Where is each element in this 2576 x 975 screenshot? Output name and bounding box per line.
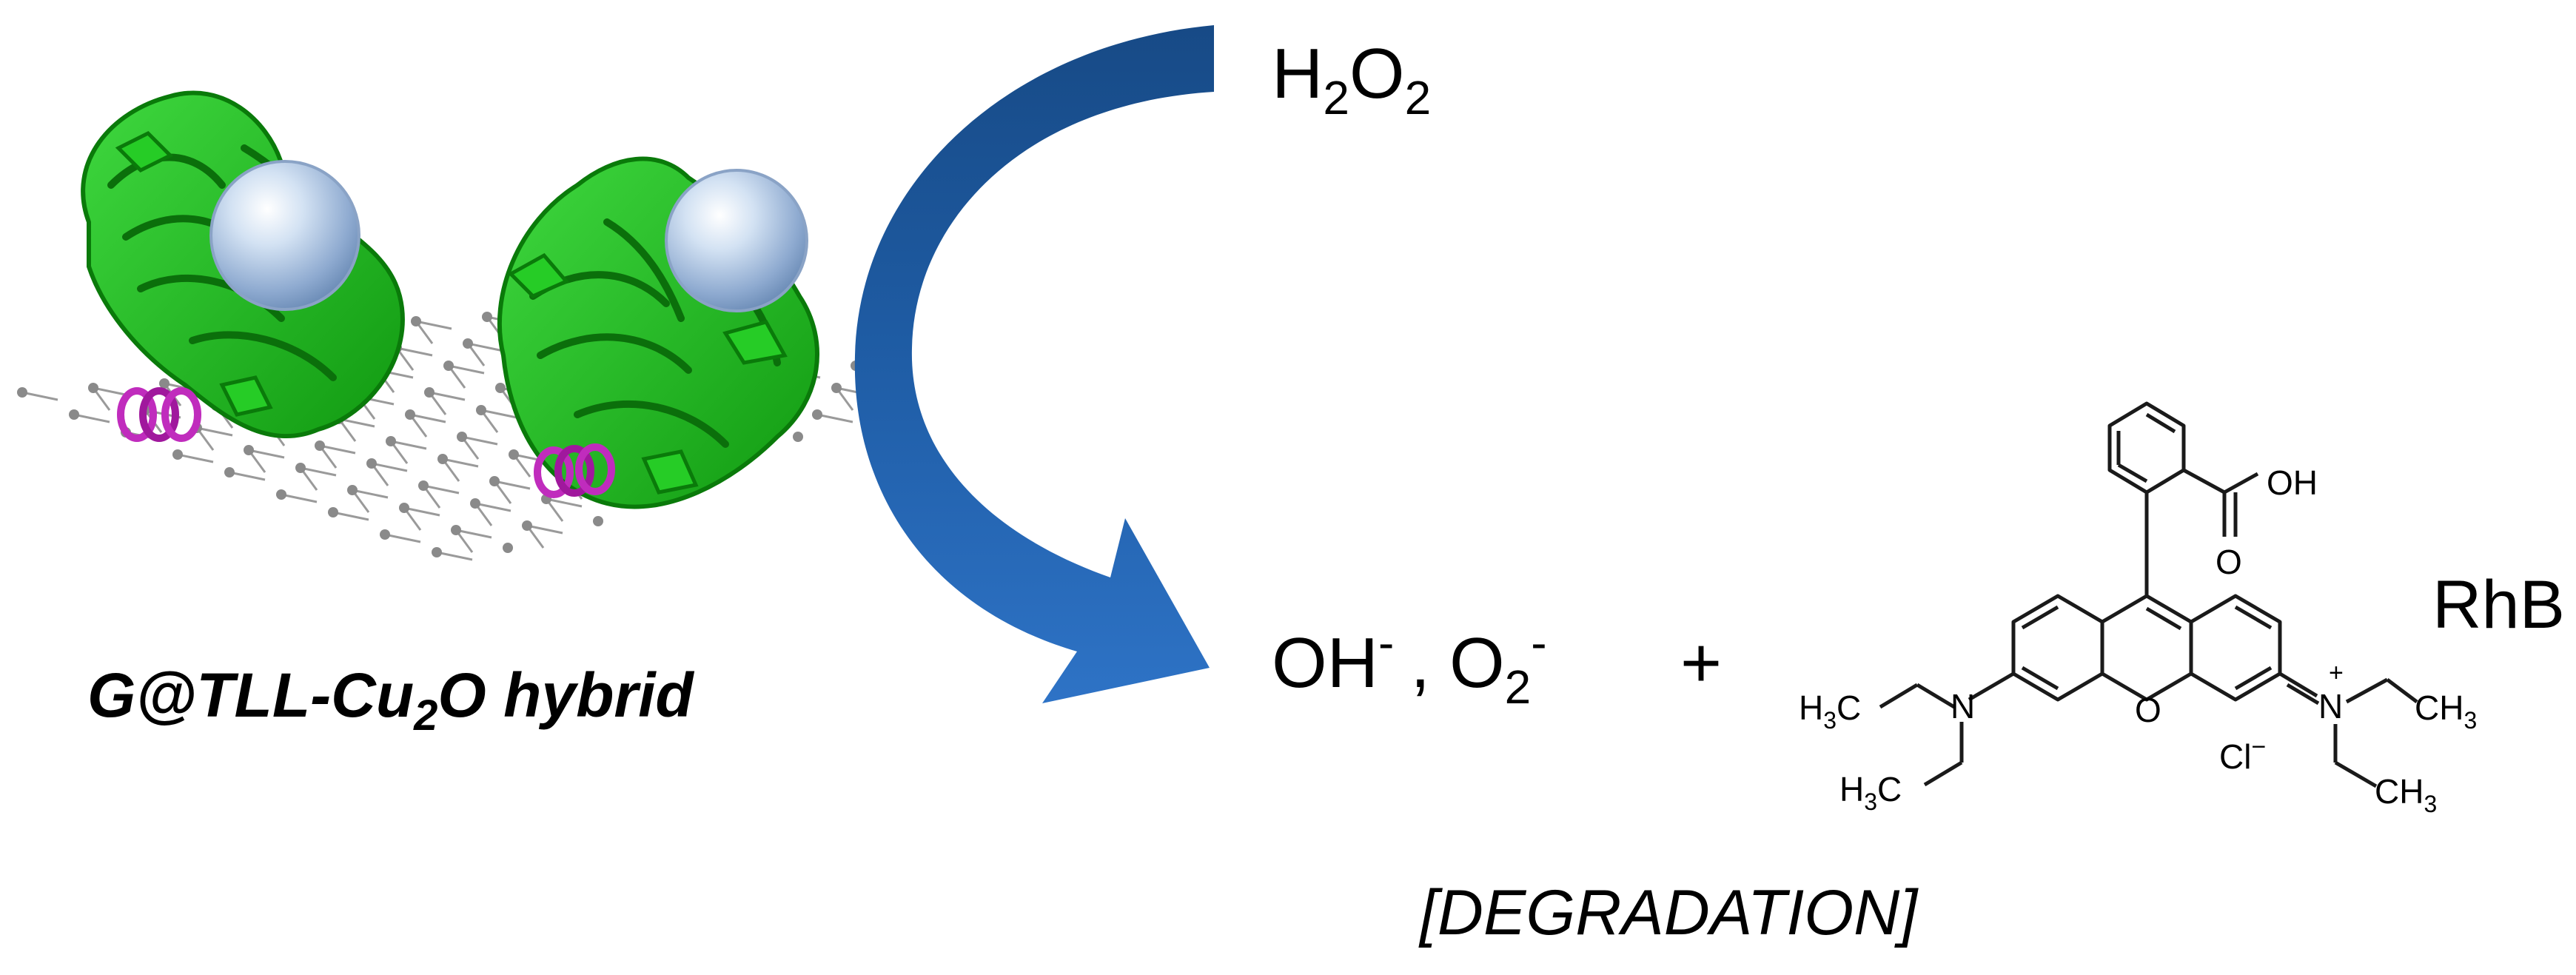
rhodamine-b-labels: OH O O N N + Cl− H3C H3C CH3 CH3	[1799, 463, 2477, 817]
graphene-bond	[384, 533, 421, 543]
graphene-bond	[281, 493, 318, 503]
graphene-atom	[495, 383, 506, 393]
graphene-atom	[593, 516, 603, 526]
graphene-atom	[424, 387, 435, 398]
svg-text:CH3: CH3	[2415, 688, 2477, 734]
graphene-bond	[371, 462, 408, 472]
molecule-name-label: RhB	[2432, 567, 2565, 643]
graphene-bond	[248, 449, 285, 459]
nanoparticle-sphere-icon	[665, 169, 808, 312]
graphene-atom	[88, 383, 98, 393]
graphene-atom	[418, 480, 429, 491]
graphene-atom	[432, 547, 442, 557]
graphene-atom	[386, 436, 396, 446]
graphene-atom	[366, 458, 377, 469]
svg-text:H3C: H3C	[1799, 688, 1861, 734]
graphene-bond	[300, 466, 337, 477]
graphene-atom	[315, 440, 325, 451]
graphene-bond	[494, 480, 531, 490]
graphene-atom	[328, 507, 338, 517]
rhodamine-b-structure	[1879, 401, 2418, 788]
plus-sign: +	[1680, 623, 1722, 703]
graphene-bond	[319, 444, 356, 455]
helix-icon	[534, 443, 615, 498]
graphene-bond	[73, 413, 110, 423]
oxidant-label: H2O2	[1272, 34, 1431, 124]
graphene-bond	[436, 551, 473, 561]
svg-text:+: +	[2329, 659, 2344, 687]
curved-arrow-icon	[854, 25, 1214, 703]
graphene-atom	[69, 409, 79, 420]
hybrid-label: G@TLL-Cu2O hybrid	[87, 660, 694, 740]
reactive-species-label: OH-,O2-	[1272, 616, 1547, 714]
graphene-bond	[546, 497, 583, 508]
graphene-atom	[509, 449, 519, 460]
graphene-bond	[816, 413, 853, 423]
graphene-bond	[177, 453, 214, 463]
svg-text:N: N	[1951, 687, 1975, 726]
svg-text:H3C: H3C	[1839, 770, 1902, 815]
graphene-atom	[451, 525, 461, 535]
graphene-bond	[93, 386, 130, 397]
graphene-bond	[352, 489, 389, 499]
svg-text:O: O	[2135, 691, 2161, 729]
graphene-bond	[409, 413, 446, 423]
graphene-bond	[461, 435, 498, 446]
graphene-atom	[380, 529, 390, 540]
graphene-bond	[448, 364, 485, 375]
graphene-bond	[403, 506, 440, 517]
graphene-bond	[429, 391, 466, 401]
graphene-bond	[390, 440, 427, 450]
svg-text:Cl−: Cl−	[2219, 733, 2266, 776]
graphene-atom	[812, 409, 822, 420]
graphene-atom	[172, 449, 183, 460]
graphene-atom	[443, 361, 454, 371]
graphene-atom	[295, 463, 306, 473]
graphene-bond	[21, 391, 58, 401]
graphene-bond	[474, 502, 511, 512]
graphene-atom	[476, 405, 486, 415]
graphene-atom	[437, 454, 448, 464]
graphene-atom	[244, 445, 254, 455]
graphene-bond	[396, 346, 433, 357]
graphene-bond	[480, 409, 517, 419]
graphene-bond	[442, 458, 479, 468]
svg-text:O: O	[2216, 543, 2242, 581]
graphene-bond	[196, 426, 233, 437]
graphene-atom	[405, 409, 415, 420]
graphene-bond	[332, 511, 369, 521]
graphene-atom	[399, 503, 409, 513]
graphene-atom	[482, 312, 492, 322]
helix-icon	[117, 387, 201, 442]
svg-text:CH3: CH3	[2375, 772, 2437, 817]
graphene-bond	[455, 529, 492, 539]
process-label: [DEGRADATION]	[1418, 877, 1919, 948]
graphene-atom	[411, 316, 421, 326]
graphene-atom	[489, 476, 500, 486]
graphene-atom	[17, 387, 27, 398]
svg-text:N: N	[2318, 687, 2343, 726]
graphene-atom	[347, 485, 358, 495]
graphene-bond	[415, 320, 452, 330]
graphene-atom	[457, 432, 467, 442]
graphene-atom	[793, 432, 803, 442]
graphene-bond	[526, 524, 563, 535]
graphene-bond	[338, 418, 375, 428]
nanoparticle-sphere-icon	[209, 160, 360, 311]
svg-text:OH: OH	[2267, 463, 2318, 502]
graphene-atom	[503, 543, 513, 553]
graphene-atom	[224, 467, 235, 478]
graphene-atom	[159, 378, 170, 389]
graphene-atom	[276, 489, 286, 500]
graphene-atom	[470, 498, 480, 509]
graphene-bond	[423, 484, 460, 495]
graphene-atom	[522, 520, 532, 531]
graphene-atom	[463, 338, 473, 349]
graphene-bond	[229, 471, 266, 481]
graphene-atom	[831, 383, 842, 393]
graphene-bond	[467, 342, 504, 352]
